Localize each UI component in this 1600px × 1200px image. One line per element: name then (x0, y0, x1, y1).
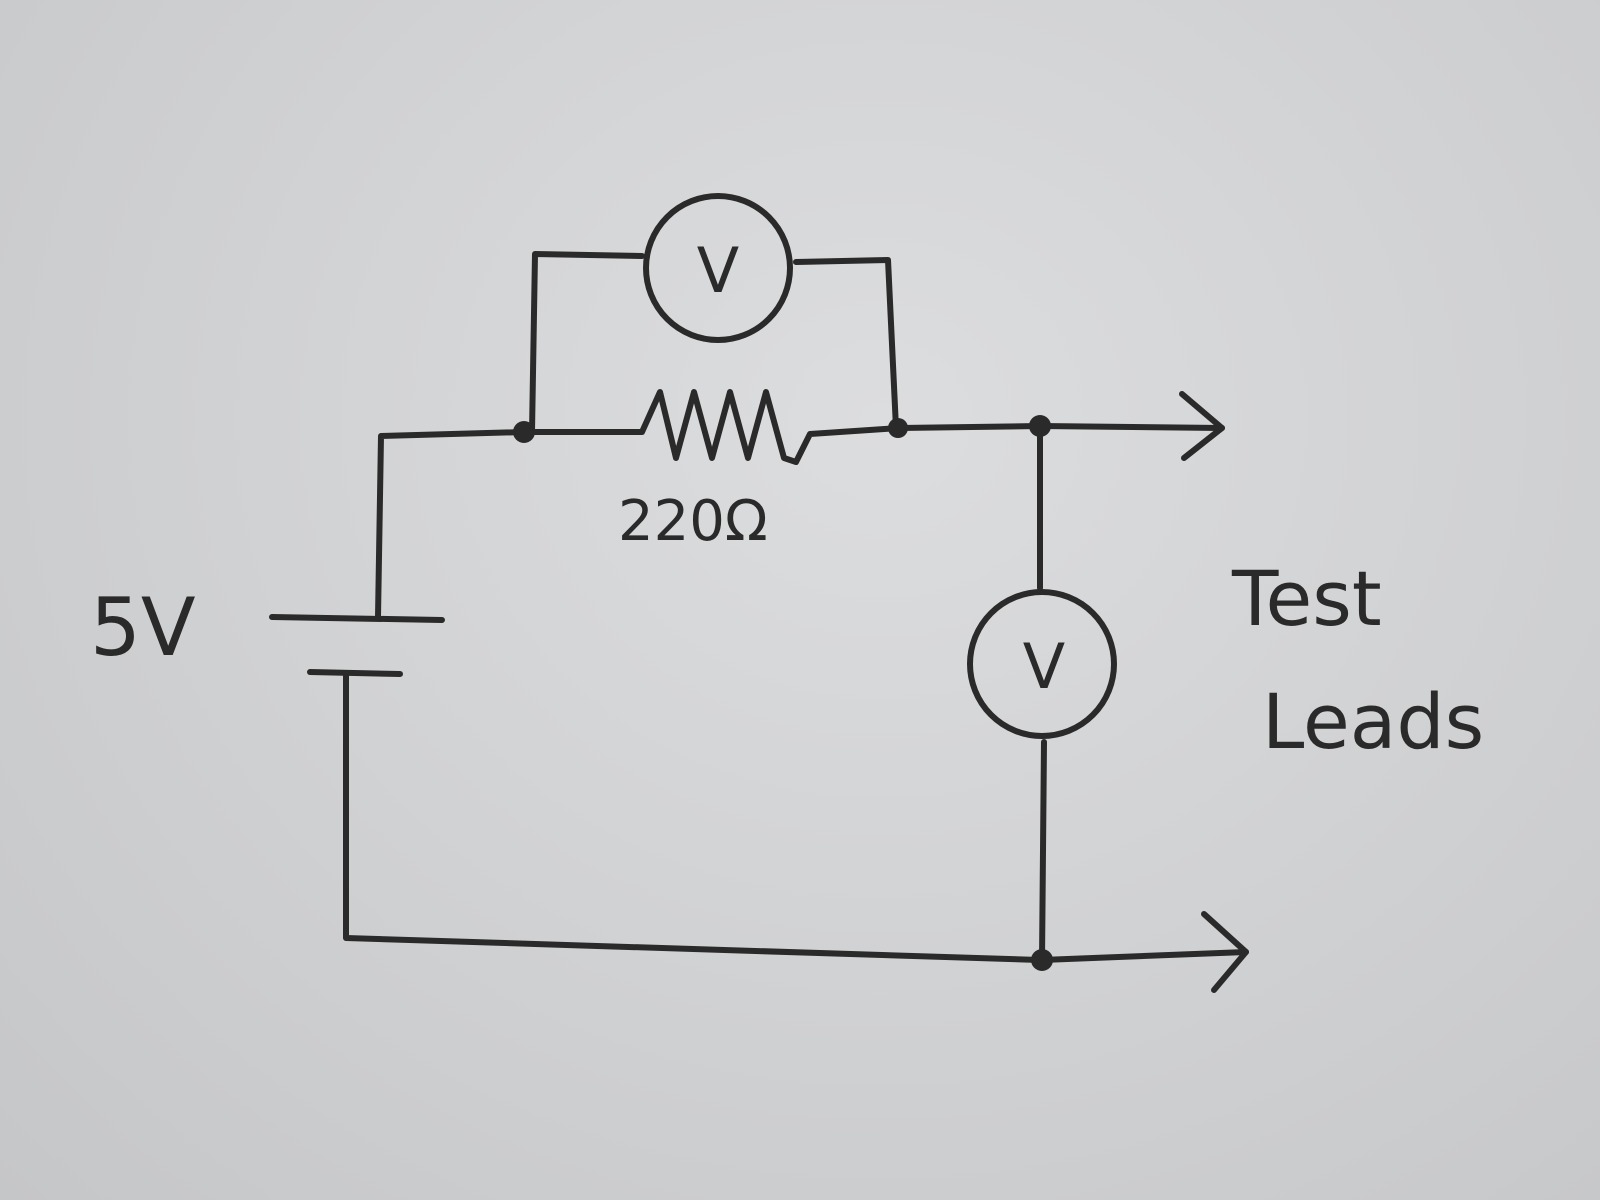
resistor-zigzag (521, 389, 903, 465)
wire-top-voltmeter-left (529, 251, 645, 435)
test-leads-label-line2: Leads (1262, 677, 1484, 766)
battery-long-plate (269, 614, 445, 623)
wire-battery-to-left-node (375, 429, 527, 620)
wire-right-voltmeter-bottom (1039, 739, 1047, 963)
right-voltmeter: V (967, 589, 1117, 739)
right-voltmeter-circle (967, 589, 1117, 739)
wire-battery-to-bottom-rail (343, 671, 1043, 963)
junction-node-left (513, 421, 535, 443)
resistor-value-label: 220Ω (618, 489, 768, 554)
right-voltmeter-symbol: V (1023, 630, 1065, 703)
test-leads-label-line1: Test (1231, 554, 1382, 643)
top-voltmeter: V (643, 193, 793, 343)
wire-to-test-lead-top (897, 423, 1225, 431)
source-voltage-label: 5V (90, 581, 196, 674)
junction-node-bottom-right (1031, 949, 1053, 971)
battery-symbol (269, 614, 445, 677)
junction-node-resistor-right (888, 418, 908, 438)
test-lead-bottom-arrowhead (1201, 911, 1249, 993)
top-voltmeter-symbol: V (697, 234, 739, 307)
top-voltmeter-circle (643, 193, 793, 343)
battery-short-plate (307, 669, 403, 677)
wire-top-voltmeter-right (793, 257, 899, 431)
wire-to-test-lead-bottom (1039, 949, 1249, 963)
junction-node-top-right (1029, 415, 1051, 437)
test-lead-top-arrowhead (1179, 391, 1225, 461)
